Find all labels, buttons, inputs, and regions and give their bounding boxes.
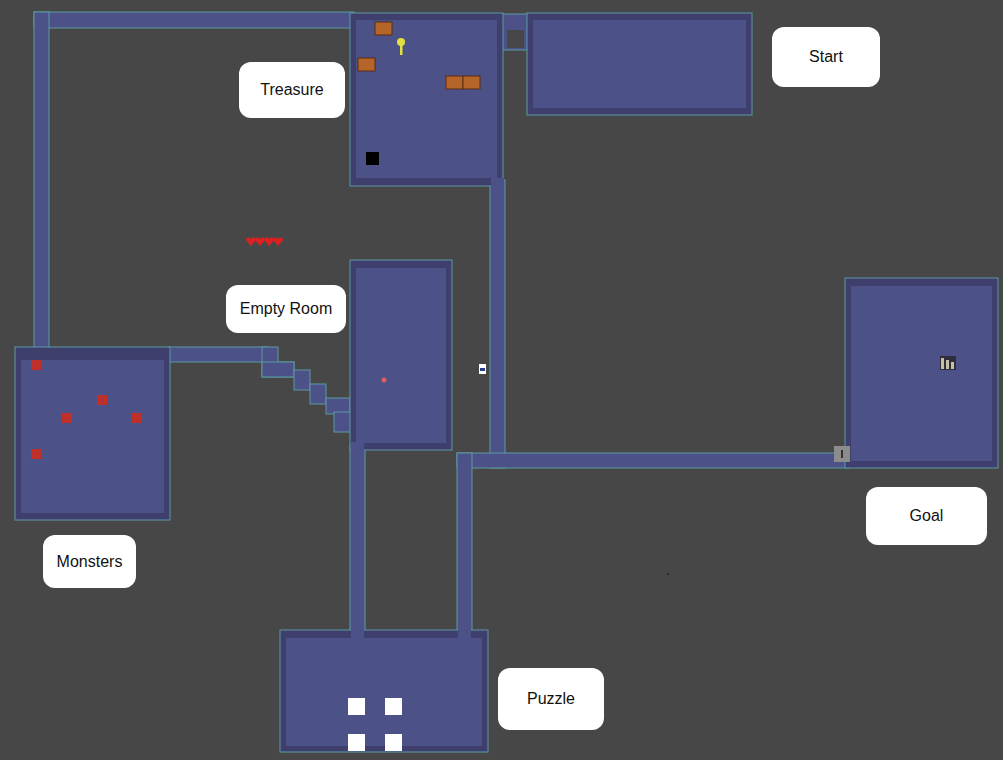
puzzle-corridor [457,453,472,635]
monster [62,413,72,423]
room-floor [851,286,992,461]
monster-room [15,347,170,520]
puzzle-room [280,630,488,752]
monster-corridor [168,347,268,362]
room-floor [356,268,446,443]
room-label: Start [772,27,880,87]
room-floor [533,20,746,108]
stair-step [310,384,326,404]
chest [358,58,375,71]
goal-room [845,278,998,468]
monster [97,395,107,405]
corridors [34,12,849,635]
room-label: Empty Room [226,285,346,333]
doorway [491,178,504,190]
puzzle-corridor [350,445,365,635]
stair-step [334,412,352,432]
label-text: Puzzle [527,690,575,708]
goal-corridor [457,453,849,468]
room-floor [21,360,164,513]
room-label: Puzzle [498,668,604,730]
stair-step [262,362,294,377]
room-label: Monsters [43,535,136,588]
room-label: Treasure [239,62,345,118]
goal-stairs [940,356,956,370]
hearts [246,238,283,247]
rooms [15,13,998,752]
label-text: Start [809,48,843,66]
room-label: Goal [866,487,987,545]
chest [446,76,463,89]
stair-step [294,370,310,390]
passage-block [507,30,524,48]
label-text: Empty Room [240,300,332,318]
start-room [527,13,752,115]
treasure-room [350,13,503,186]
monster-sprites [31,360,142,459]
chest [375,22,392,35]
label-text: Treasure [260,81,323,99]
label-text: Monsters [57,553,123,571]
locked-door [834,446,850,462]
player-sprite [479,364,486,374]
room-floor [356,20,497,178]
label-text: Goal [910,507,944,525]
doorway [351,628,364,640]
monster [31,449,41,459]
doorway [458,628,471,640]
floor-marker [382,378,387,383]
monster [132,413,142,423]
key-icon [397,38,405,55]
left-corridor [34,12,49,352]
empty-room [350,260,452,450]
dust-dot [667,573,669,575]
pit-tile [366,152,379,165]
chest [463,76,480,89]
monster [31,360,41,370]
puzzle-tiles [348,698,402,751]
doorway [351,442,364,454]
vertical-corridor [490,180,505,468]
room-floor [286,638,482,746]
top-corridor [34,12,354,28]
treasure-chests [358,22,480,89]
